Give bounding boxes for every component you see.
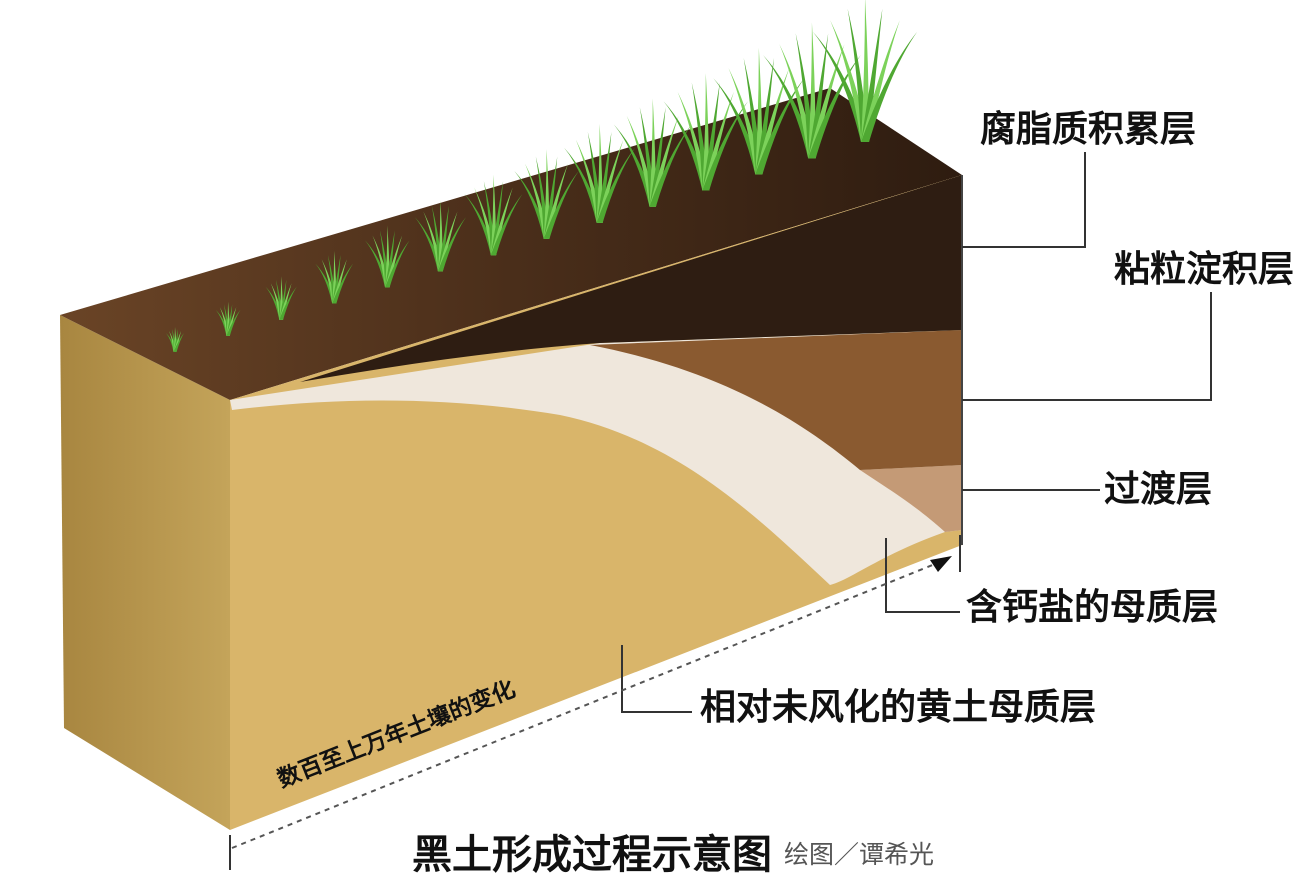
leader-lines — [621, 152, 1212, 713]
layer-clay — [590, 330, 962, 470]
grass-clump — [564, 123, 636, 223]
label-calcium-layer: 含钙盐的母质层 — [966, 587, 1219, 628]
block-top-face — [60, 88, 962, 400]
time-axis-arrow — [229, 535, 961, 870]
grass-clump — [215, 301, 241, 336]
grass-row — [166, 0, 918, 352]
grass-clump — [613, 98, 692, 207]
grass-clump — [315, 250, 354, 304]
label-loess-layer: 相对未风化的黄土母质层 — [700, 687, 1097, 728]
grass-clump — [713, 47, 805, 175]
credit: 绘图／谭希光 — [784, 840, 935, 869]
grass-clump — [265, 276, 297, 320]
grass-clump — [514, 149, 579, 239]
grass-clump — [166, 327, 184, 352]
grass-clump — [763, 22, 861, 159]
grass-clump — [365, 225, 410, 288]
label-humus-layer: 腐脂质积累层 — [980, 109, 1197, 150]
label-clay-layer: 粘粒淀积层 — [1114, 249, 1295, 290]
layer-transition — [860, 465, 962, 532]
diagram-title: 黑土形成过程示意图 — [412, 832, 772, 878]
block-side-face — [60, 315, 230, 830]
layer-humus — [300, 175, 962, 382]
grass-clump — [414, 200, 466, 272]
grass-clump — [464, 174, 523, 256]
grass-clump — [812, 0, 918, 143]
grass-clump — [663, 73, 748, 191]
label-transition-layer: 过渡层 — [1104, 469, 1213, 510]
